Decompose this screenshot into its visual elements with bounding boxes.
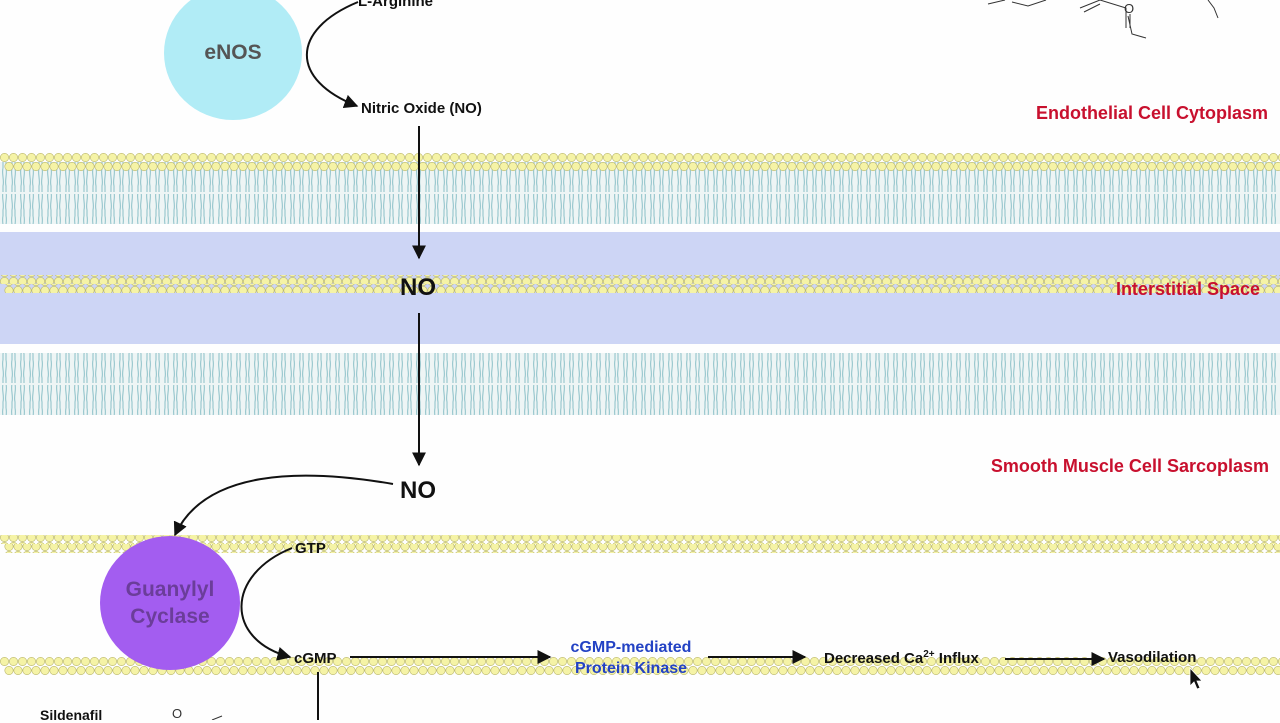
sildenafil-oxygen-label: O [172,707,182,720]
endothelial-region-label: Endothelial Cell Cytoplasm [1036,104,1268,122]
cgmp-label: cGMP [294,651,337,666]
interstitial-region-label: Interstitial Space [1116,280,1260,298]
l-arginine-label: L-Arginine [358,0,433,9]
protein-kinase-label: cGMP-mediated Protein Kinase [558,638,704,680]
guanylyl-label-line1: Guanylyl [126,578,215,601]
kinase-label-line2: Protein Kinase [575,660,687,677]
decreased-calcium-influx-label: Decreased Ca2+ Influx [824,650,979,666]
kinase-label-line1: cGMP-mediated [571,639,692,656]
no-interstitial-label: NO [400,276,436,300]
chemical-structure-fragment [988,0,1218,38]
arrow-no-to-guanylyl [175,476,393,535]
vasodilation-label: Vasodilation [1108,650,1196,665]
gtp-label: GTP [295,541,326,556]
sarcoplasm-region-label: Smooth Muscle Cell Sarcoplasm [991,457,1269,475]
calcium-charge-superscript: 2+ [923,649,934,660]
guanylyl-cyclase-circle: Guanylyl Cyclase [100,536,240,670]
no-sarcoplasm-label: NO [400,479,436,503]
arrow-gtp-to-cgmp [241,548,292,657]
chemical-oxygen-label: O [1124,1,1134,16]
nitric-oxide-label: Nitric Oxide (NO) [361,101,482,116]
enos-label: eNOS [204,41,261,65]
arrow-arginine-to-no [307,2,358,106]
decreased-ca-text: Decreased Ca [824,650,923,667]
sildenafil-structure-fragment [212,716,222,720]
guanylyl-label-line2: Cyclase [130,605,209,628]
guanylyl-cyclase-label: Guanylyl Cyclase [126,576,215,631]
influx-text: Influx [935,650,979,667]
